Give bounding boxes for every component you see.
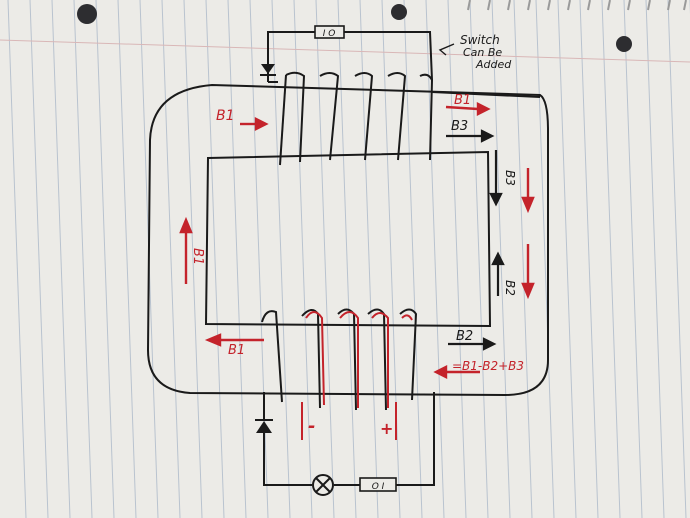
ruled-line [403, 0, 423, 518]
ruled-line [293, 0, 313, 518]
plus-sign: + [380, 419, 393, 438]
note-line-2: Can Be [463, 46, 502, 59]
ruled-line [601, 0, 621, 518]
label-b2-bottom: B2 [456, 329, 473, 344]
bottom-battery-label: O I [372, 482, 385, 492]
bottom-right-wire [396, 392, 435, 486]
binding-hole-middle [391, 4, 407, 20]
ruled-line [117, 0, 137, 518]
ruled-line [579, 0, 599, 518]
bottom-left-wire [263, 432, 312, 486]
bottom-diode-icon [255, 419, 273, 433]
ruled-line [667, 0, 687, 518]
label-equation: =B1-B2+B3 [452, 359, 524, 373]
ruled-line [95, 0, 115, 518]
ruled-line [73, 0, 93, 518]
binding-hole-left [77, 4, 97, 24]
top-lead-to-right [431, 91, 541, 98]
top-diode-icon [260, 64, 276, 76]
switch-note: Switch Can Be Added [438, 33, 512, 71]
label-b1-top: B1 [216, 108, 235, 124]
ruled-line [29, 0, 49, 518]
top-battery-icon: I O [314, 25, 345, 39]
flux-arrows-red [179, 102, 535, 379]
label-b1-left: B1 [190, 248, 205, 265]
ruled-line [337, 0, 357, 518]
ruled-line [513, 0, 533, 518]
bottom-winding-red [305, 311, 413, 408]
ruled-line [51, 0, 71, 518]
label-b3-top-right: B3 [451, 119, 468, 134]
top-battery-label: I O [323, 29, 336, 39]
ruled-line [623, 0, 643, 518]
arrow-b1-top-right [445, 105, 479, 111]
label-b1-top-right: B1 [454, 93, 471, 108]
lamp-icon [312, 474, 334, 496]
margin-line [0, 39, 690, 63]
label-b2-vertical: B2 [503, 280, 517, 296]
label-b1-bottom-left: B1 [228, 343, 245, 358]
note-line-3: Added [475, 58, 512, 71]
spiral-binding [467, 0, 687, 11]
ruled-line [425, 0, 445, 518]
ruled-line [183, 0, 203, 518]
core-outer-edge [146, 83, 549, 397]
ruled-line [7, 0, 27, 518]
bottom-circuit [263, 392, 435, 486]
ruled-line [205, 0, 225, 518]
ruled-line [447, 0, 467, 518]
binding-hole-right [616, 36, 632, 52]
ruled-line [557, 0, 577, 518]
core-inner-window [204, 150, 492, 328]
bottom-battery-icon: O I [359, 477, 397, 492]
ruled-line [161, 0, 181, 518]
flux-arrows-black [446, 129, 505, 351]
top-right-wire [344, 31, 433, 81]
ruled-line [645, 0, 665, 518]
binding-holes [77, 4, 632, 52]
ruled-line [359, 0, 379, 518]
ruled-line [469, 0, 489, 518]
note-line-1: Switch [460, 33, 500, 47]
label-b3-vertical: B3 [503, 170, 517, 186]
minus-sign: - [308, 416, 315, 437]
ruled-line [535, 0, 555, 518]
ruled-line [315, 0, 335, 518]
